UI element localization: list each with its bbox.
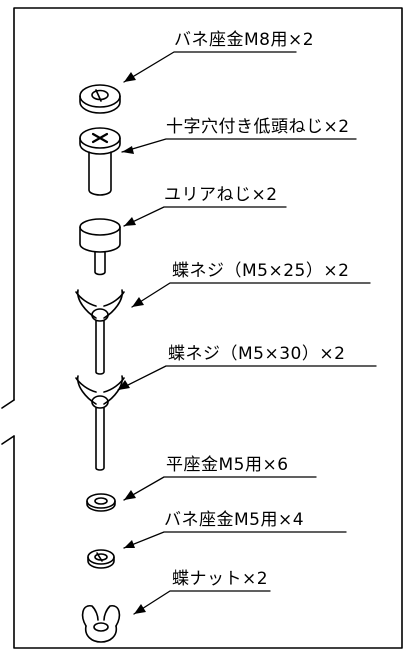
label-wing-screw-25: 蝶ネジ（M5×25）×2 <box>172 261 350 281</box>
wing-screw-30-icon <box>75 375 125 471</box>
phillips-screw-icon <box>79 127 121 196</box>
label-flat-washer-m5: 平座金M5用×6 <box>166 455 289 475</box>
leader-wing-screw-30 <box>117 365 377 391</box>
leader-urea-screw <box>123 206 287 227</box>
flat-washer-m5-icon <box>86 493 116 512</box>
wing-nut-icon <box>81 605 121 643</box>
leader-spring-washer-m8 <box>123 51 297 83</box>
spring-washer-m8-icon <box>79 84 121 114</box>
label-spring-washer-m5: バネ座金M5用×4 <box>164 510 305 530</box>
leader-flat-washer <box>123 476 317 501</box>
leader-wing-nut <box>133 590 271 615</box>
leader-lines <box>117 51 377 615</box>
leader-arrowheads <box>118 72 146 614</box>
label-wing-nut: 蝶ナット×2 <box>172 569 269 589</box>
urea-screw-icon <box>79 218 121 276</box>
spring-washer-m5-icon <box>87 549 115 569</box>
leader-phillips-screw <box>121 138 357 153</box>
wing-screw-25-icon <box>75 289 125 375</box>
label-spring-washer-m8: バネ座金M8用×2 <box>174 30 315 50</box>
label-phillips-screw: 十字穴付き低頭ねじ×2 <box>166 117 350 137</box>
panel-border <box>1 7 403 649</box>
leader-wing-screw-25 <box>131 282 371 308</box>
label-wing-screw-30: 蝶ネジ（M5×30）×2 <box>168 344 346 364</box>
label-urea-screw: ユリアねじ×2 <box>164 185 278 205</box>
leader-spring-washer-m5 <box>123 531 347 549</box>
